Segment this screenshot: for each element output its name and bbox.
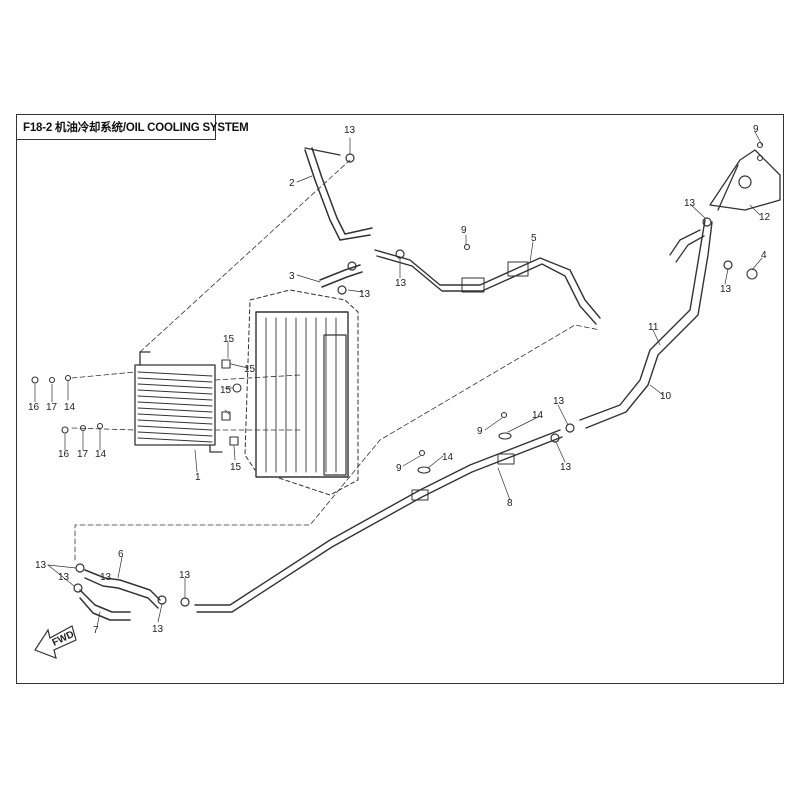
hose-3: [319, 264, 363, 288]
hose-2: [304, 147, 373, 241]
callout: 15: [223, 334, 235, 345]
callout: 9: [461, 225, 467, 236]
callout: 13: [344, 125, 356, 136]
radiator-1: [134, 351, 223, 453]
callout: 9: [396, 463, 402, 474]
pipe-8: [194, 429, 563, 613]
callout: 16: [58, 449, 70, 460]
title-box: F18-2 机油冷却系统/OIL COOLING SYSTEM: [16, 114, 249, 140]
fasteners: [31, 141, 764, 474]
pipe-5: [374, 249, 601, 325]
callout: 13: [720, 284, 732, 295]
radiator-panel: [244, 289, 359, 496]
clamps: [73, 153, 733, 607]
callout: 14: [532, 410, 544, 421]
callout: 13: [684, 198, 696, 209]
callout: 5: [531, 233, 537, 244]
callout-labels: 1 2 3 4 5 6 7 8 9 9 9 9 10 11 12 13 13 1…: [28, 124, 771, 636]
callout: 14: [95, 449, 107, 460]
callout: 12: [759, 212, 771, 223]
callout: 11: [648, 322, 659, 333]
dashed-leaders: [71, 159, 601, 561]
callout: 14: [442, 452, 454, 463]
callout: 13: [35, 560, 47, 571]
bracket-12: [709, 149, 781, 211]
callout: 1: [195, 472, 201, 483]
callout: 8: [507, 498, 513, 509]
callout: 17: [46, 402, 58, 413]
callout: 17: [77, 449, 89, 460]
callout: 4: [761, 250, 767, 261]
callout: 14: [64, 402, 76, 413]
callout: 13: [58, 572, 70, 583]
callout: 9: [753, 124, 759, 135]
callout: 15: [220, 385, 232, 396]
callout: 16: [28, 402, 40, 413]
callout: 10: [660, 391, 672, 402]
fwd-arrow: FWD: [34, 625, 77, 659]
callout: 15: [244, 364, 256, 375]
callout: 13: [100, 572, 112, 583]
callout-leaders: [34, 131, 763, 628]
pipes-10-11: [579, 219, 713, 429]
callout: 13: [152, 624, 164, 635]
callout: 13: [179, 570, 191, 581]
callout: 13: [395, 278, 407, 289]
callout: 9: [477, 426, 483, 437]
callout: 13: [359, 289, 371, 300]
callout: 2: [289, 178, 295, 189]
callout: 15: [230, 462, 242, 473]
callout: 7: [93, 625, 99, 636]
diagram-frame: [16, 114, 784, 684]
hoses-6-7: [79, 569, 161, 621]
diagram-title: F18-2 机油冷却系统/OIL COOLING SYSTEM: [23, 122, 249, 134]
callout: 13: [553, 396, 565, 407]
callout: 6: [118, 549, 124, 560]
callout: 13: [560, 462, 572, 473]
callout: 3: [289, 271, 295, 282]
